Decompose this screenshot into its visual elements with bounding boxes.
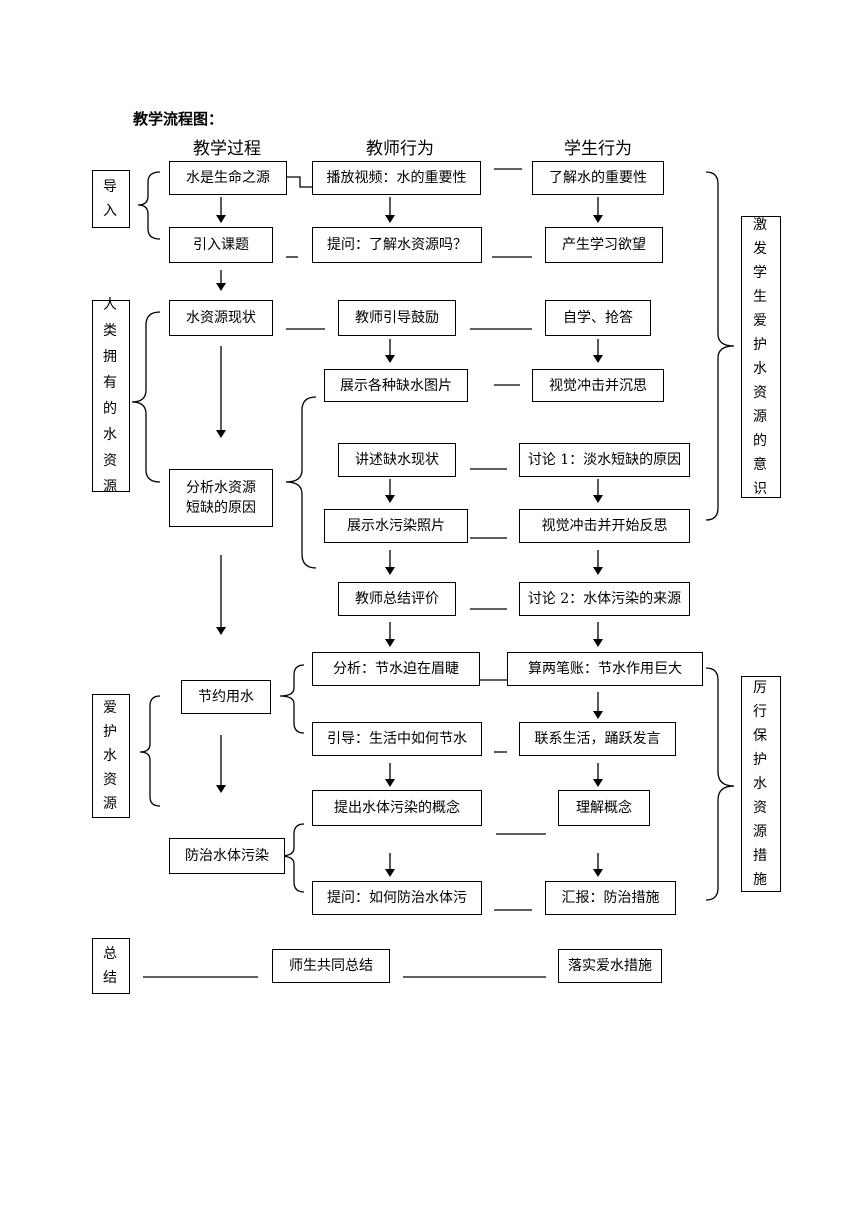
outcome-awareness: 激发学生爱护水资源的意识	[741, 216, 781, 498]
stage-intro-label: 导入	[103, 179, 117, 219]
brace-protect	[139, 695, 161, 807]
stage-intro: 导入	[92, 170, 130, 228]
page-title: 教学流程图：	[133, 110, 224, 128]
teacher-box-shortage-status: 讲述缺水现状	[338, 443, 456, 477]
stage-protect-label: 爱护水资源	[103, 700, 117, 812]
stage-resources: 人类拥有的水资源	[92, 297, 130, 495]
outcome-awareness-label: 激发学生爱护水资源的意识	[753, 217, 767, 497]
teacher-box-shortage-pictures: 展示各种缺水图片	[324, 369, 468, 402]
column-header-student: 学生行为	[564, 139, 632, 159]
process-box-prevent-pollution: 防治水体污染	[169, 838, 285, 874]
student-box-implement: 落实爱水措施	[558, 949, 662, 983]
teacher-box-summary-eval: 教师总结评价	[338, 582, 456, 616]
teacher-box-pollution-concept: 提出水体污染的概念	[312, 790, 482, 826]
teacher-box-how-save: 引导：生活中如何节水	[312, 722, 482, 756]
process-box-analysis-line1: 分析水资源	[186, 480, 256, 496]
student-box-desire: 产生学习欲望	[545, 227, 663, 263]
connector-p1-t1	[286, 176, 312, 188]
stage-summary-label: 总结	[103, 946, 117, 986]
student-box-discuss-2: 讨论 2：水体污染的来源	[519, 582, 690, 616]
teacher-box-pollution-photos: 展示水污染照片	[324, 509, 468, 543]
stage-summary: 总结	[92, 938, 130, 994]
process-box-analysis-line2: 短缺的原因	[186, 500, 256, 516]
teacher-box-question: 提问：了解水资源吗？	[312, 227, 482, 263]
process-box-analysis: 分析水资源 短缺的原因	[169, 469, 273, 527]
process-box-save-water: 节约用水	[181, 680, 271, 714]
brace-measures	[705, 667, 735, 901]
outcome-measures-label: 厉行保护水资源措施	[753, 680, 767, 888]
brace-intro	[137, 171, 161, 240]
process-box-life: 水是生命之源	[169, 161, 287, 195]
teacher-box-guide: 教师引导鼓励	[338, 300, 456, 336]
student-box-speak-up: 联系生活，踊跃发言	[519, 722, 676, 756]
teacher-box-urgent: 分析：节水迫在眉睫	[312, 652, 480, 686]
brace-save	[279, 664, 305, 734]
brace-awareness	[705, 171, 735, 521]
brace-analysis	[285, 396, 317, 569]
student-box-two-accounts: 算两笔账：节水作用巨大	[507, 652, 703, 686]
student-box-discuss-1: 讨论 1：淡水短缺的原因	[519, 443, 690, 477]
student-box-reflect: 视觉冲击并沉思	[532, 369, 664, 402]
student-box-self-study: 自学、抢答	[545, 300, 651, 336]
student-box-begin-reflect: 视觉冲击并开始反思	[519, 509, 690, 543]
stage-resources-label: 人类拥有的水资源	[103, 297, 117, 495]
teacher-box-joint-summary: 师生共同总结	[272, 949, 390, 983]
outcome-measures: 厉行保护水资源措施	[741, 676, 781, 892]
column-header-teacher: 教师行为	[366, 139, 434, 159]
stage-protect: 爱护水资源	[92, 694, 130, 818]
student-box-report: 汇报：防治措施	[545, 881, 676, 915]
student-box-understand: 了解水的重要性	[532, 161, 664, 195]
column-header-process: 教学过程	[193, 139, 261, 159]
process-box-status: 水资源现状	[169, 300, 273, 336]
teacher-box-how-prevent: 提问：如何防治水体污	[312, 881, 482, 915]
teacher-box-video: 播放视频：水的重要性	[312, 161, 481, 195]
brace-resources	[131, 311, 161, 483]
student-box-understand-concept: 理解概念	[558, 790, 650, 826]
process-box-intro-topic: 引入课题	[169, 227, 273, 263]
